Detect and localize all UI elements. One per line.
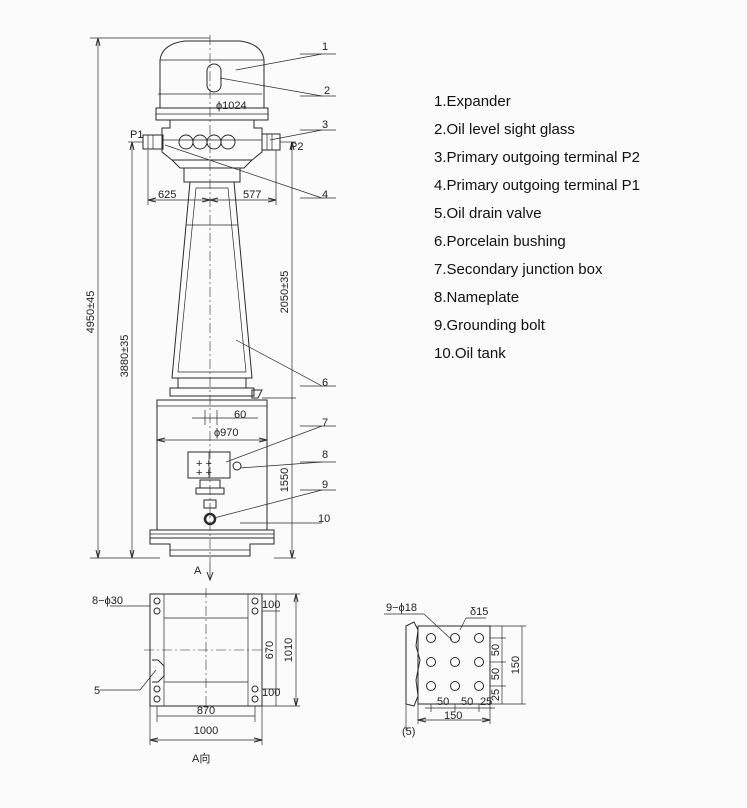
dim-expander-dia: ϕ1024 (216, 100, 247, 112)
nameplate-mark (232, 461, 242, 471)
callout-10: 10 (318, 513, 330, 525)
dim-left-offset: 625 (158, 189, 176, 201)
parts-legend: 1.Expander 2.Oil level sight glass 3.Pri… (434, 88, 640, 368)
dim-detail-50a: 50 (490, 644, 502, 656)
label-p2: P2 (290, 141, 303, 153)
callout-7: 7 (322, 417, 328, 429)
legend-item: 10.Oil tank (434, 345, 506, 362)
legend-item: 4.Primary outgoing terminal P1 (434, 177, 640, 194)
dim-total-height: 4950±45 (85, 291, 97, 334)
callout-6: 6 (322, 377, 328, 389)
dim-detail-thickness: δ15 (470, 606, 488, 618)
porcelain-bushing (169, 181, 263, 399)
dim-detail-5: (5) (402, 726, 415, 738)
dim-plan-100-bot: 100 (262, 687, 280, 699)
dim-detail-150-side: 150 (510, 656, 522, 674)
expander (155, 40, 269, 121)
svg-text:+ +: + + (196, 458, 212, 470)
legend-item: 7.Secondary junction box (434, 261, 603, 278)
head-housing (142, 119, 281, 183)
dim-height-3880: 3880±35 (119, 335, 131, 378)
dim-plan-1000: 1000 (194, 725, 218, 737)
oil-tank: + + + + (149, 399, 275, 557)
label-p1: P1 (130, 129, 143, 141)
dim-plan-holes: 8−ϕ30 (92, 595, 123, 607)
terminal-p2 (261, 133, 281, 151)
horizontal-dimensions (147, 93, 277, 443)
dim-detail-50b: 50 (490, 668, 502, 680)
label-view-a: A向 (192, 751, 210, 765)
dim-detail-holes: 9−ϕ18 (386, 602, 417, 614)
dim-height-1550: 1550 (279, 468, 291, 492)
dim-plan-870: 870 (197, 705, 215, 717)
svg-text:+ +: + + (196, 467, 212, 479)
dim-plan-1010: 1010 (283, 638, 295, 662)
dim-plan-670: 670 (264, 641, 276, 659)
dim-detail-bottom-150: 150 (444, 710, 462, 722)
dim-detail-bottom-50b: 50 (461, 696, 473, 708)
legend-item: 2.Oil level sight glass (434, 121, 575, 138)
legend-item: 3.Primary outgoing terminal P2 (434, 149, 640, 166)
dim-right-offset: 577 (243, 189, 261, 201)
legend-item: 1.Expander (434, 93, 511, 110)
dim-detail-bottom-50a: 50 (437, 696, 449, 708)
callout-leaders (164, 53, 336, 524)
callout-5: 5 (94, 685, 100, 697)
vertical-dimensions (90, 37, 296, 559)
legend-item: 6.Porcelain bushing (434, 233, 566, 250)
callout-4: 4 (322, 189, 328, 201)
dim-detail-25-side: 25 (490, 689, 502, 701)
legend-item: 5.Oil drain valve (434, 205, 542, 222)
oil-level-sight-glass (206, 63, 222, 93)
callout-9: 9 (322, 479, 328, 491)
dim-plan-100-top: 100 (262, 599, 280, 611)
dim-height-2050: 2050±35 (279, 271, 291, 314)
terminal-plate-detail (384, 613, 526, 730)
dim-tank-60: 60 (234, 409, 246, 421)
legend-item: 9.Grounding bolt (434, 317, 545, 334)
base-plan-view (100, 588, 300, 745)
callout-1: 1 (322, 41, 328, 53)
callout-2: 2 (324, 85, 330, 97)
dim-detail-bottom-25: 25 (480, 696, 492, 708)
callout-8: 8 (322, 449, 328, 461)
label-arrow-a: A (194, 565, 202, 577)
callout-3: 3 (322, 119, 328, 131)
dim-tank-dia: ϕ970 (214, 427, 239, 439)
legend-item: 8.Nameplate (434, 289, 520, 306)
